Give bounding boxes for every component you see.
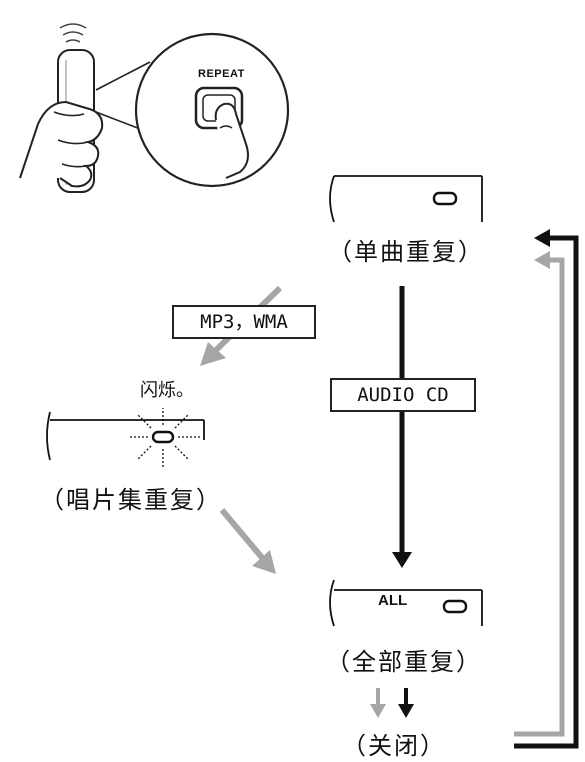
- return-loop-gray: [514, 251, 565, 737]
- off-arrows: [370, 688, 414, 718]
- caption-album-repeat: （唱片集重复）: [40, 486, 222, 514]
- caption-off: （关闭）: [342, 732, 446, 760]
- all-indicator: ALL: [378, 592, 408, 609]
- repeat-indicator-icon: [151, 430, 175, 444]
- display-single: [329, 175, 483, 223]
- blink-note: 闪烁。: [140, 380, 194, 401]
- repeat-button-label: REPEAT: [198, 68, 245, 80]
- caption-single-repeat: （单曲重复）: [328, 238, 484, 266]
- return-loop-black: [514, 229, 579, 749]
- audio-cd-arrow: [392, 286, 412, 568]
- display-all: [329, 579, 483, 627]
- remote-hand-illustration: [19, 23, 104, 193]
- blink-rays-icon: [128, 408, 200, 468]
- caption-all-repeat: （全部重复）: [326, 648, 482, 676]
- repeat-indicator-icon: [442, 599, 468, 614]
- label-mp3-wma: MP3，WMA: [172, 305, 316, 339]
- repeat-indicator-icon: [432, 191, 458, 206]
- display-album: [46, 408, 205, 468]
- magnifier-circle: [95, 32, 290, 188]
- label-audio-cd: AUDIO CD: [330, 378, 476, 412]
